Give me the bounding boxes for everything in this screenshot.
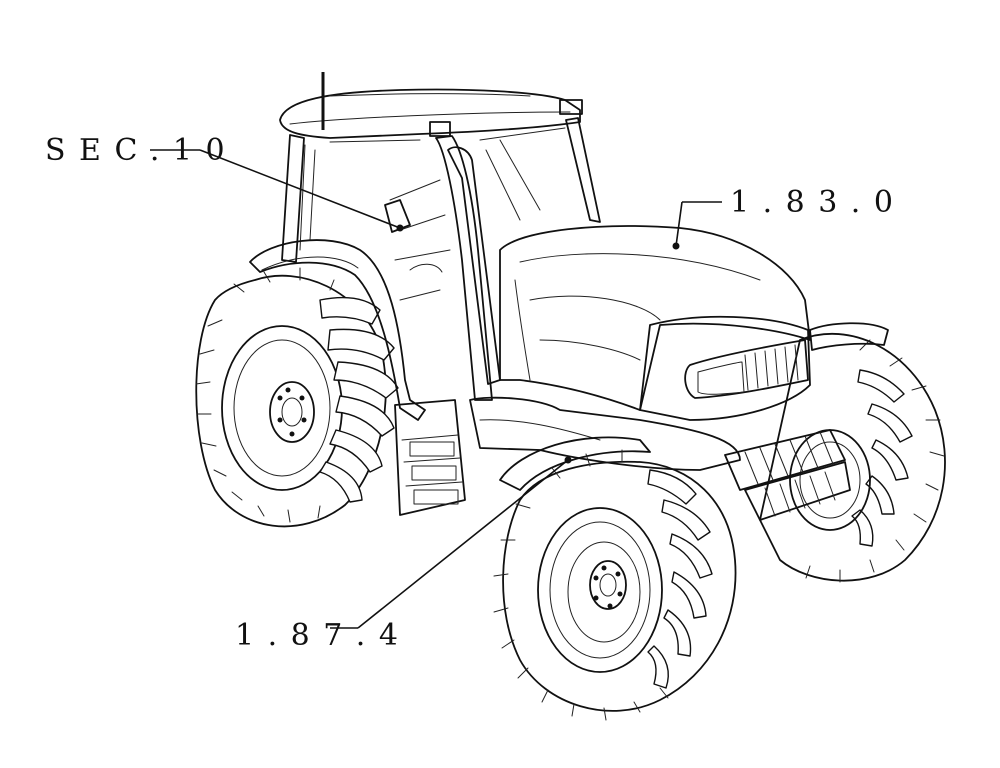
leader-1874	[330, 456, 572, 629]
rear-right-wheel	[759, 332, 946, 583]
hood	[499, 225, 811, 421]
callout-1830: 1.83.0	[730, 185, 906, 220]
callout-sec10: SEC.10	[45, 133, 238, 168]
leader-sec10	[150, 149, 404, 232]
front-left-wheel	[493, 449, 737, 721]
callout-1874: 1.87.4	[235, 618, 411, 653]
front-right-fender	[809, 322, 889, 351]
leader-1830	[672, 201, 722, 250]
rear-tire-tread	[319, 296, 399, 503]
chassis	[394, 396, 851, 521]
cab	[279, 72, 601, 401]
rear-fender	[249, 239, 426, 421]
front-left-fender	[499, 436, 651, 491]
